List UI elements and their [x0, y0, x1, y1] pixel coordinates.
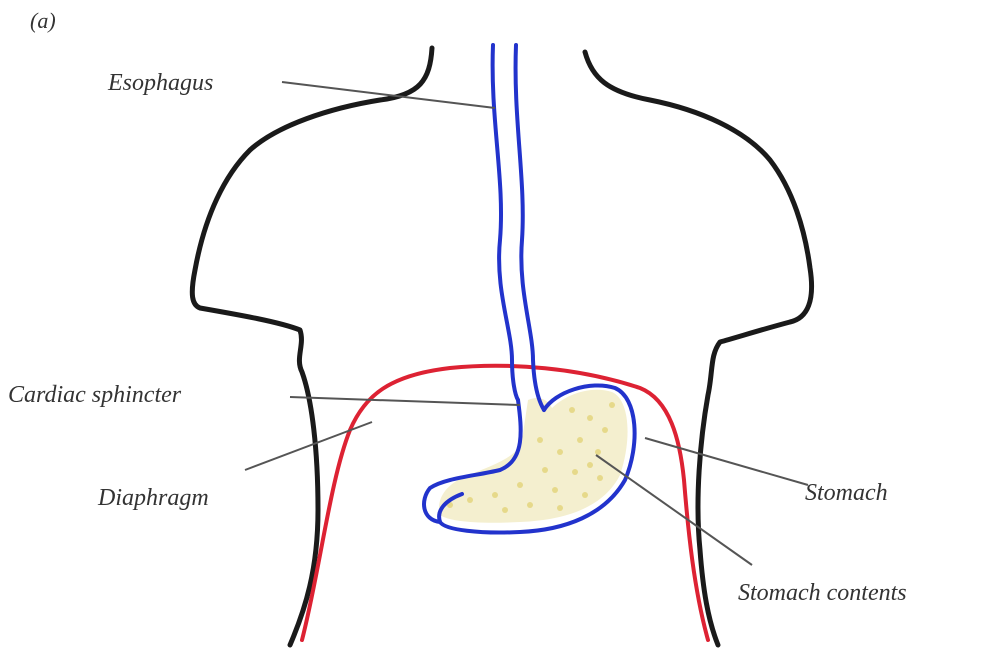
body-outline-right — [585, 52, 812, 645]
label-stomach-contents: Stomach contents — [738, 580, 907, 606]
esophagus-left-wall — [493, 45, 518, 400]
label-stomach: Stomach — [805, 480, 888, 506]
panel-label: (a) — [30, 8, 56, 33]
stomach-leader — [645, 438, 808, 485]
esophagus-leader — [282, 82, 495, 108]
diaphragm-leader — [245, 422, 372, 470]
label-esophagus: Esophagus — [107, 70, 213, 96]
stomach-contents-leader — [596, 455, 752, 565]
cardiac-sphincter-leader — [290, 397, 520, 405]
label-cardiac-sphincter: Cardiac sphincter — [8, 382, 182, 408]
label-diaphragm: Diaphragm — [97, 485, 209, 511]
body-outline-left — [192, 48, 432, 645]
esophagus-right-wall — [516, 45, 544, 410]
